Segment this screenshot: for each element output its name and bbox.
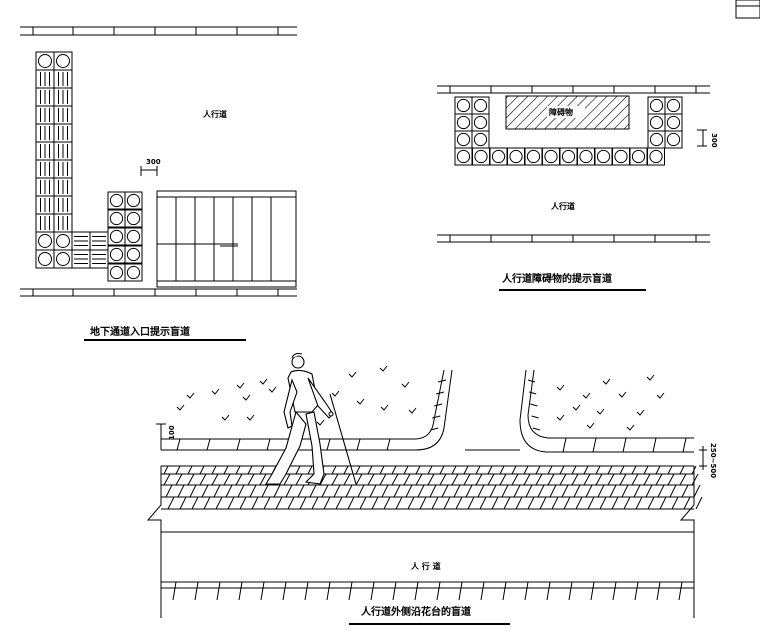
break-lines [146,466,695,533]
warning-tile [664,130,683,149]
sidewalk-label: 人行道 [551,201,575,211]
bottom-curb-line [20,288,297,297]
warning-tile [53,249,73,269]
warning-tile [124,245,143,264]
obstacle-diagram: 障碍物 300 人行道 人行道障碍物的提示盲道 [437,85,718,291]
grass-ticks [176,365,665,431]
underpass-stairs [156,190,297,288]
warning-tiles [35,51,143,282]
bottom-curb-line [437,234,710,243]
planter-curb [161,369,694,453]
warning-tile [53,51,73,71]
underpass-caption: 地下通道入口提示盲道 [90,325,190,338]
sidewalk-label: 人行道 [203,109,227,119]
warning-tile [124,191,143,210]
dimension-text: 300 [146,158,161,166]
dimension-250-500: 250~500 [699,443,717,478]
blind-pedestrian-figure [265,352,357,485]
dimension-300-a: 300 [140,158,161,176]
obstacle-warning-tiles [454,96,683,166]
front-curb [160,532,695,618]
planter-caption: 人行道外侧沿花台的盲道 [361,605,471,618]
obstacle-label: 障碍物 [549,107,573,117]
top-curb-line [20,26,297,36]
warning-tile [124,227,143,246]
planter-diagram: 人 行 道 100 250~500 [146,352,717,625]
top-curb-line [437,85,710,94]
dimension-text: 250~500 [709,443,717,478]
underpass-diagram: 300 人行道 地下通道入口提示盲道 [20,26,297,341]
dimension-text: 100 [168,425,176,440]
obstacle: 障碍物 [505,95,630,130]
warning-tile [124,209,143,228]
warning-tile [471,130,490,149]
warning-tile [124,263,143,282]
sidewalk-label: 人 行 道 [411,561,441,571]
obstacle-caption: 人行道障碍物的提示盲道 [502,272,612,285]
dimension-100: 100 [156,423,176,450]
dimension-text: 300 [710,133,718,148]
title-block-corner [735,0,760,19]
dimension-300-b: 300 [697,129,718,148]
guide-strip-vertical [35,69,109,269]
guide-paving [161,465,703,510]
